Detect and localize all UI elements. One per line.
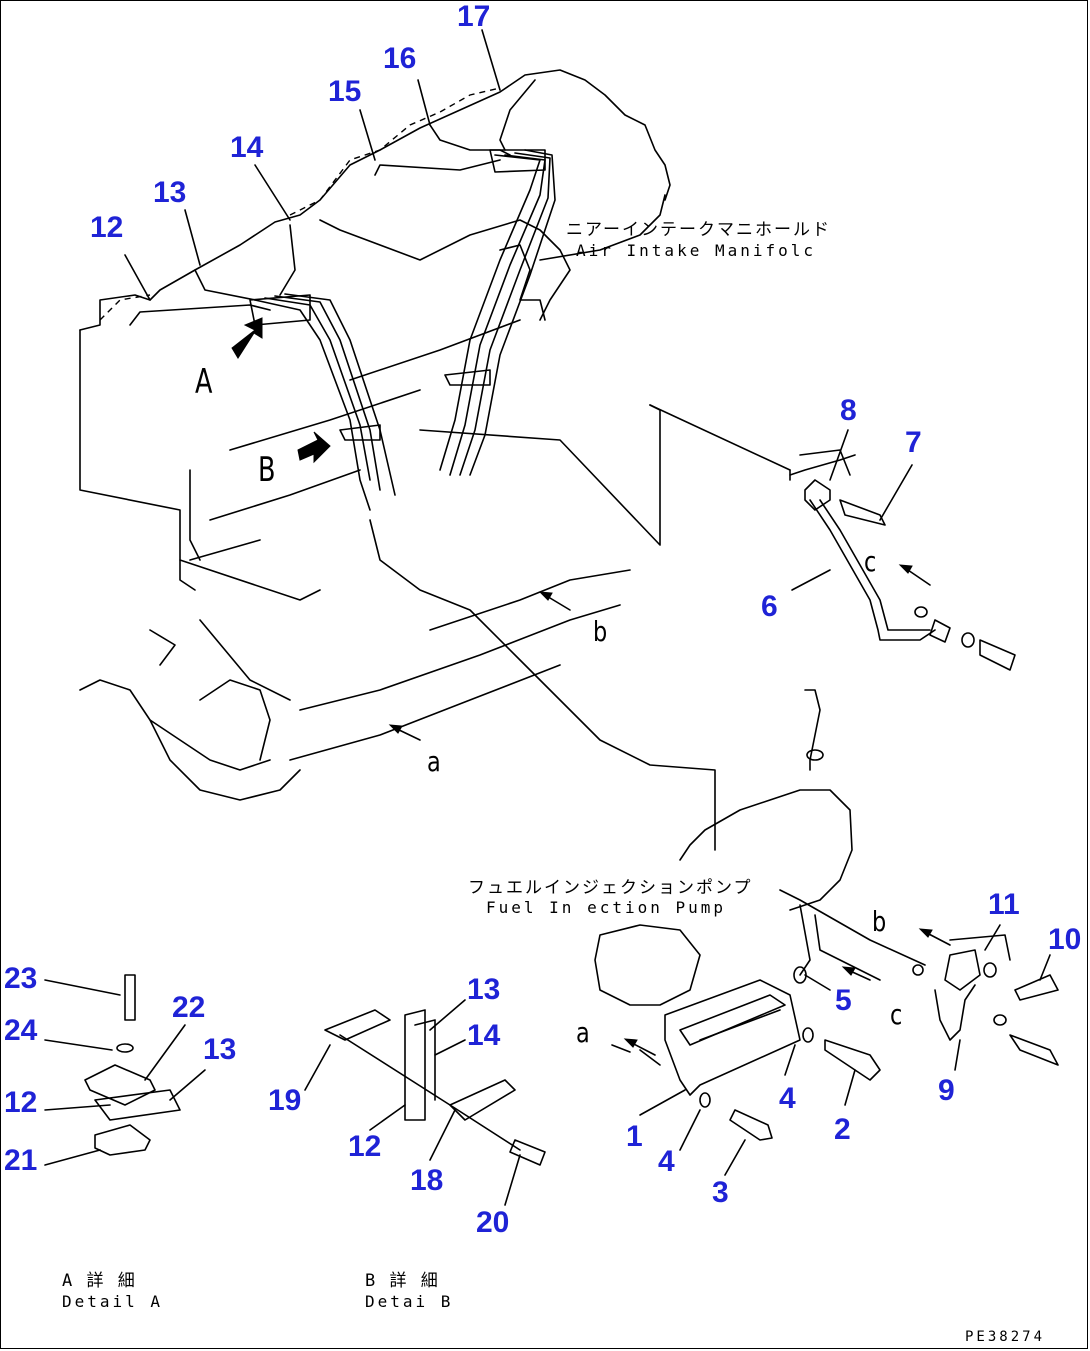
air-intake-label-jp: ニアーインテークマニホールド [566,220,831,240]
view-b-label: B [258,450,276,490]
ref-b-label: b [593,615,608,648]
part-number: 12 [90,211,124,244]
detail-a-drawing [84,974,181,1156]
part-number: 1 [626,1120,643,1153]
ref-c-label: c [864,545,877,578]
detail-b-part-number: 14 [467,1019,501,1052]
part-number: 5 [835,984,852,1017]
ref-arrows [388,564,951,1056]
part-number: 9 [938,1074,955,1107]
part-number: 6 [761,590,778,623]
detail-a-title-en: Detail A [62,1292,164,1311]
part-number: 11 [988,888,1020,921]
part-number: 13 [153,176,187,209]
detail-b-part-number: 13 [467,973,501,1006]
engine-block-drawing [79,69,791,801]
part-number: 14 [230,131,264,164]
detail-a-title-jp: A 詳 細 [62,1271,137,1291]
part-number: 15 [328,75,362,108]
detail-a-part-number: 24 [4,1014,38,1047]
ref-a-label: a [427,745,441,778]
fuel-lines-drawing [129,79,716,851]
view-arrows [231,317,331,464]
drawing-code: PE38274 [965,1329,1046,1345]
detail-b-part-number: 18 [410,1164,444,1197]
pipe-6-drawing [789,449,1016,671]
part-number: 2 [834,1113,851,1146]
air-intake-label-en: Air Intake Manifolc [576,241,817,260]
pipe-9-drawing [912,934,1059,1066]
part-number: 4 [779,1082,796,1115]
detail-b-drawing [324,1009,546,1166]
detail-a-part-number: 12 [4,1086,38,1119]
detail-a-part-number: 13 [203,1033,237,1066]
part-number: 17 [457,0,491,33]
leader-lines [44,29,1051,1206]
fuel-pump-label-en: Fuel In ection Pump [486,898,727,917]
detail-b-part-number: 12 [348,1130,382,1163]
fuel-pump-label-jp: フュエルインジェクションポンプ [468,878,753,898]
detail-a-part-number: 21 [4,1144,38,1177]
part-number: 3 [712,1176,729,1209]
detail-b-part-number: 19 [268,1084,302,1117]
ref-a-label: a [576,1016,590,1049]
detail-a-part-number: 22 [172,991,206,1024]
part-number: 7 [905,426,922,459]
detail-b-title-en: Detai B [365,1292,454,1311]
ref-c-label: c [890,998,903,1031]
detail-b-part-number: 20 [476,1206,510,1239]
part-number: 16 [383,42,417,75]
part-number: 8 [840,394,857,427]
view-a-label: A [195,362,213,402]
part-number: 10 [1048,923,1082,956]
part-number: 4 [658,1145,675,1178]
detail-b-title-jp: B 詳 細 [365,1271,440,1291]
fuel-pump-drawing [594,689,926,1141]
ref-b-label: b [872,905,887,938]
detail-a-part-number: 23 [4,962,38,995]
